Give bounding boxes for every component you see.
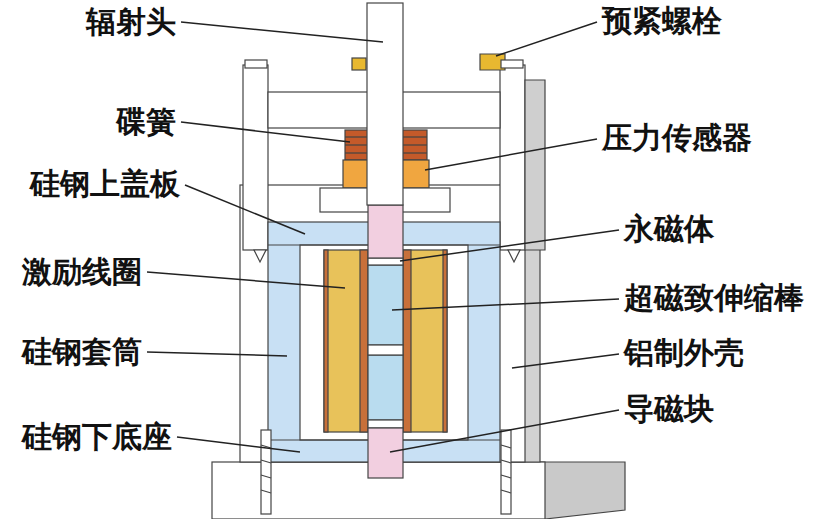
- part-label: 预紧螺栓: [602, 6, 722, 36]
- part-label: 铝制外壳: [624, 338, 744, 368]
- part-label: 碟簧: [116, 107, 176, 137]
- part-label: 辐射头: [86, 7, 176, 37]
- part-label: 永磁体: [624, 214, 714, 244]
- part-label: 硅钢套筒: [22, 337, 142, 367]
- part-label: 超磁致伸缩棒: [624, 283, 804, 313]
- leader-lines: [147, 22, 619, 452]
- part-label: 硅钢上盖板: [30, 169, 180, 199]
- part-label: 压力传感器: [602, 123, 752, 153]
- part-label: 硅钢下底座: [22, 422, 172, 452]
- part-label: 导磁块: [624, 394, 714, 424]
- part-label: 激励线圈: [22, 257, 142, 287]
